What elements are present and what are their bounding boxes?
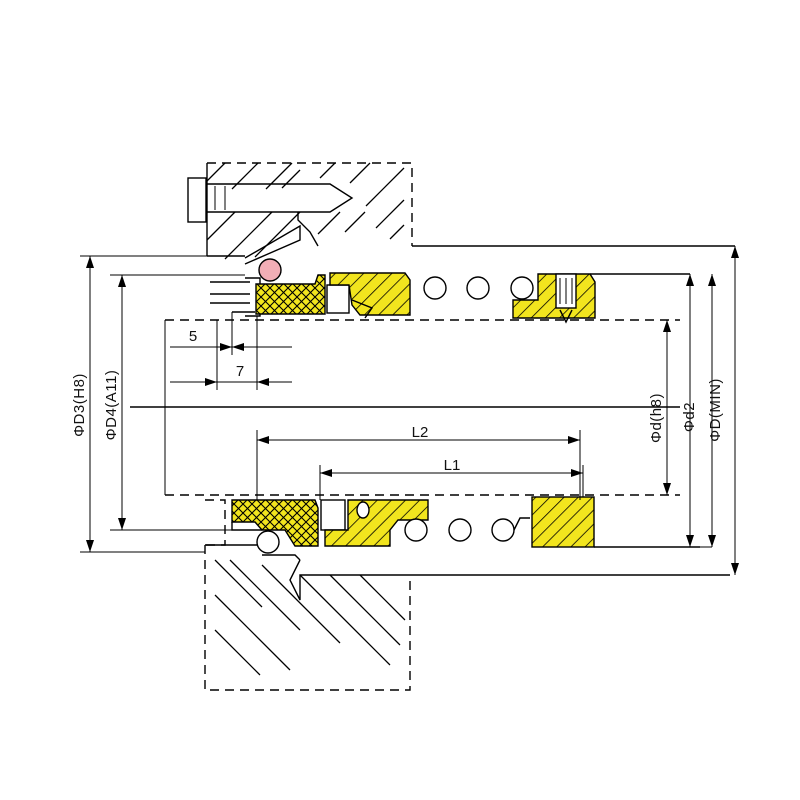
face-holder-top [329,272,411,316]
label-d2: Φd2 [681,402,698,432]
dimensions: ΦD3(H8) ΦD4(A11) Φd(h8) Φd2 ΦD(MIN) [71,246,739,575]
collar-bottom [531,496,595,548]
stationary-seat-bottom [231,499,319,547]
face-holder-bottom [324,499,429,547]
label-L1: L1 [444,457,461,474]
shaft [130,319,680,496]
seal-top [210,258,690,324]
label-7: 7 [236,363,244,380]
label-D-min: ΦD(MIN) [707,378,724,442]
label-L2: L2 [412,424,429,441]
housing-top [187,162,735,265]
o-ring-top [258,258,282,282]
label-5: 5 [189,328,197,345]
label-d: Φd(h8) [648,393,665,443]
rotating-face-bottom [320,499,346,531]
rotating-face-top [326,284,350,314]
seal-bottom [231,496,700,554]
bolt-head [187,177,207,223]
bolt-body [206,183,354,213]
label-D4: ΦD4(A11) [103,370,120,441]
housing-bottom [204,499,730,691]
label-D3: ΦD3(H8) [71,373,88,437]
o-ring-bottom [256,530,280,554]
stationary-seat-top [255,274,326,315]
